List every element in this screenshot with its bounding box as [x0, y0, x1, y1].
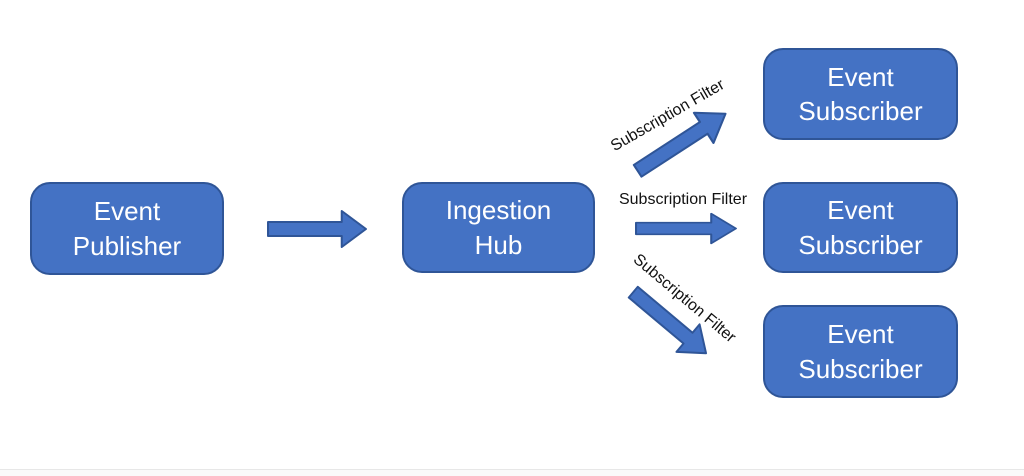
- node-ingestion-hub: Ingestion Hub: [402, 182, 595, 273]
- node-event-subscriber-1: Event Subscriber: [763, 48, 958, 140]
- arrow-hub-to-subscriber-bottom: [620, 276, 721, 370]
- arrow-publisher-to-hub: [267, 209, 368, 249]
- page-bottom-divider: [0, 469, 1024, 470]
- node-event-publisher: Event Publisher: [30, 182, 224, 275]
- arrow-hub-to-subscriber-top: [626, 96, 738, 188]
- node-event-subscriber-2: Event Subscriber: [763, 182, 958, 273]
- page-bottom-margin: [0, 470, 1024, 476]
- arrow-hub-to-subscriber-middle: [635, 212, 738, 245]
- edge-label-subscription-filter-middle: Subscription Filter: [618, 191, 748, 208]
- node-event-subscriber-3: Event Subscriber: [763, 305, 958, 398]
